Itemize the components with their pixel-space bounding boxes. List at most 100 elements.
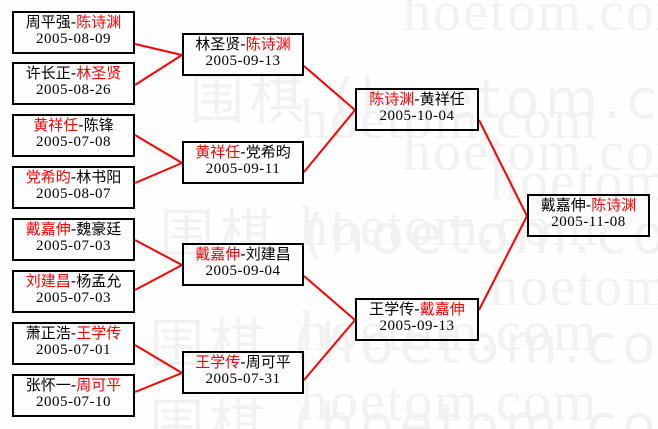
player-left: 黄祥任 (33, 116, 79, 134)
connector-line (303, 109, 356, 173)
connector-line (134, 264, 183, 291)
player-separator: - (414, 300, 420, 318)
player-right: 陈诗渊 (245, 35, 291, 53)
match-date: 2005-09-04 (205, 262, 281, 279)
player-left: 戴嘉伸 (195, 245, 241, 263)
player-right: 周可平 (245, 353, 291, 371)
player-separator: - (70, 324, 77, 342)
match-players: 张怀一-周可平 (14, 376, 133, 394)
player-separator: - (240, 353, 246, 371)
player-right: 陈诗渊 (76, 13, 122, 31)
player-right: 周可平 (76, 376, 122, 394)
player-right: 陈诗渊 (591, 196, 637, 214)
player-left: 萧正浩 (25, 324, 71, 342)
connector-line (134, 239, 183, 266)
match-date: 2005-08-26 (36, 81, 111, 98)
player-right: 刘建昌 (245, 245, 291, 263)
match-date: 2005-08-07 (36, 185, 111, 202)
player-separator: - (70, 64, 77, 82)
player-right: 林圣贤 (76, 64, 122, 82)
match-players: 戴嘉伸-陈诗渊 (529, 196, 648, 214)
match-date: 2005-07-03 (36, 289, 111, 306)
player-separator: - (70, 272, 77, 290)
match-players: 周平强-陈诗渊 (14, 13, 133, 31)
player-right: 林书阳 (76, 168, 122, 186)
player-left: 党希昀 (25, 168, 71, 186)
connector-line (134, 162, 183, 184)
player-right: 王学传 (76, 324, 122, 342)
match-date: 2005-07-01 (36, 341, 111, 358)
player-separator: - (70, 168, 77, 186)
connector-line (134, 43, 183, 56)
connector-line (134, 54, 183, 86)
match-players: 戴嘉伸-刘建昌 (184, 245, 302, 263)
match-date: 2005-10-04 (379, 107, 455, 124)
player-left: 张怀一 (25, 376, 71, 394)
player-left: 刘建昌 (25, 272, 71, 290)
match-date: 2005-09-13 (379, 317, 455, 334)
player-right: 黄祥任 (419, 90, 465, 108)
match-players: 陈诗渊-黄祥任 (357, 90, 477, 108)
match-date: 2005-09-11 (205, 160, 281, 177)
player-left: 戴嘉伸 (25, 220, 71, 238)
connector-line (478, 215, 528, 311)
player-separator: - (78, 116, 84, 134)
match-date: 2005-07-31 (205, 370, 281, 387)
match-players: 黄祥任-陈锋 (14, 116, 133, 134)
player-separator: - (240, 143, 246, 161)
player-left: 王学传 (369, 300, 415, 318)
connector-line (134, 134, 183, 164)
player-separator: - (70, 220, 77, 238)
match-players: 王学传-周可平 (184, 353, 302, 371)
match-date: 2005-09-13 (205, 52, 281, 69)
player-right: 魏豪廷 (76, 220, 122, 238)
connector-line (303, 65, 356, 111)
player-left: 林圣贤 (195, 35, 241, 53)
player-left: 许长正 (25, 64, 71, 82)
player-separator: - (414, 90, 420, 108)
player-right: 党希昀 (245, 143, 291, 161)
match-date: 2005-08-09 (36, 30, 111, 47)
player-separator: - (240, 245, 246, 263)
player-right: 陈锋 (83, 116, 114, 134)
player-left: 王学传 (195, 353, 241, 371)
connector-line (303, 275, 356, 321)
player-left: 戴嘉伸 (540, 196, 586, 214)
player-separator: - (585, 196, 592, 214)
match-players: 萧正浩-王学传 (14, 324, 133, 342)
match-players: 党希昀-林书阳 (14, 168, 133, 186)
match-players: 王学传-戴嘉伸 (357, 300, 477, 318)
player-left: 黄祥任 (195, 143, 241, 161)
match-players: 许长正-林圣贤 (14, 64, 133, 82)
match-players: 林圣贤-陈诗渊 (184, 35, 302, 53)
connector-line (134, 344, 183, 374)
player-left: 陈诗渊 (369, 90, 415, 108)
match-players: 刘建昌-杨孟允 (14, 272, 133, 290)
match-date: 2005-07-10 (36, 393, 111, 410)
connector-line (134, 372, 183, 393)
connector-line (478, 119, 528, 217)
player-separator: - (70, 13, 77, 31)
player-right: 杨孟允 (76, 272, 122, 290)
player-left: 周平强 (25, 13, 71, 31)
connector-line (303, 319, 356, 381)
match-date: 2005-07-03 (36, 237, 111, 254)
match-date: 2005-11-08 (551, 213, 626, 230)
